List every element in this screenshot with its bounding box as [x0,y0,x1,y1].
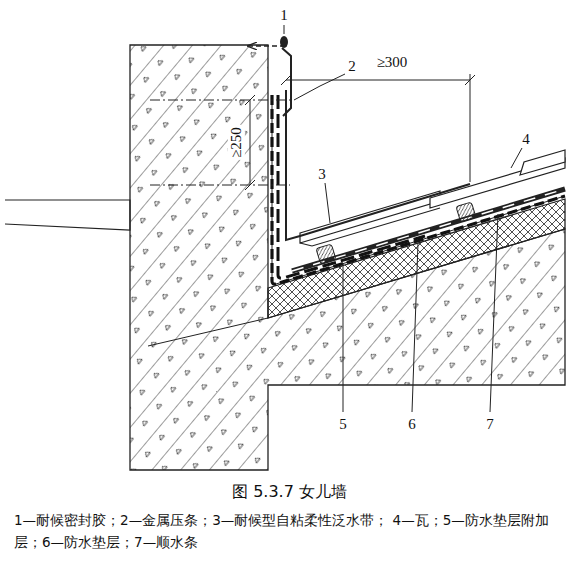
roof-tile [520,150,565,175]
dimension-label: ≥300 [377,55,408,70]
wall-ledge [5,200,130,230]
nail [248,45,285,46]
callout-number: 5 [339,417,347,432]
slab-seam [148,318,268,346]
callout-number: 2 [348,59,356,74]
dimension-300 [465,75,475,85]
concrete-wall [130,45,565,470]
dimension-300 [281,74,475,182]
callout-number: 3 [318,167,326,182]
leader-line [284,25,522,412]
figure-title: 图 5.3.7 女儿墙 [0,482,579,503]
insulation-layer [268,199,565,318]
dimension-250 [245,180,255,190]
underlayment [272,95,565,284]
figure-caption: 1—耐候密封胶；2—金属压条；3—耐候型自粘柔性泛水带； 4—瓦；5—防水垫层附… [14,510,565,553]
tile-batten [316,244,336,264]
leader-line [325,183,330,223]
roof-tile [300,150,565,246]
dimension-250 [250,100,251,185]
metal-strip [282,48,291,116]
dimension-250 [150,95,290,190]
leader-line [343,263,344,412]
leader-line [412,243,418,412]
flashing-band [286,90,470,240]
leader-line [511,148,522,168]
counter-batten [292,189,565,271]
dimension-250 [150,100,290,101]
leader-line [490,214,498,412]
leader-line [284,25,285,34]
dimension-300 [281,75,291,85]
tile-batten [456,202,476,222]
dimension-label: ≥250 [227,125,244,160]
callout-number: 4 [522,132,530,147]
callout-number: 6 [408,417,416,432]
dimension-300 [286,80,470,81]
callout-number: 1 [280,8,288,23]
counter-batten [292,189,565,271]
underlayment [272,95,565,284]
callout-number: 7 [486,417,494,432]
dimension-250 [245,95,255,105]
dimension-250 [150,185,290,186]
dimension-300 [470,74,471,182]
leader-line [294,74,345,100]
